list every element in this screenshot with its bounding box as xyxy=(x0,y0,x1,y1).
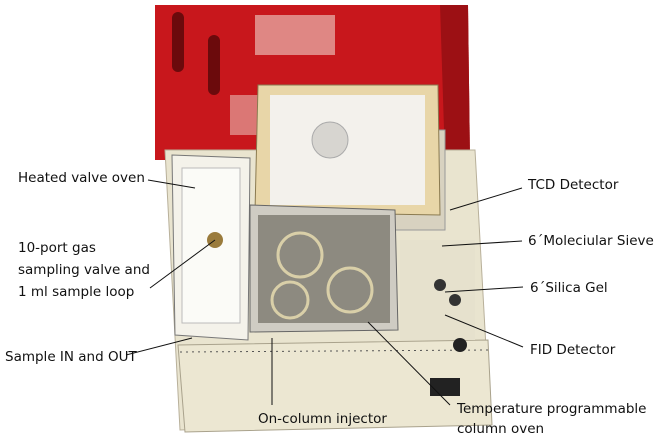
label-molecular-sieve: 6´Moleciular Sieve xyxy=(528,233,654,249)
leader-lines xyxy=(125,179,524,406)
heated-valve-oven-box xyxy=(171,154,251,341)
label-tcd-detector: TCD Detector xyxy=(528,177,619,193)
column-oven xyxy=(249,204,399,333)
label-fid-detector: FID Detector xyxy=(530,342,616,358)
label-sample-in-out: Sample IN and OUT xyxy=(5,349,137,365)
label-silica-gel: 6´Silica Gel xyxy=(530,280,608,296)
label-sampling-valve-3: 1 ml sample loop xyxy=(18,284,135,300)
label-sampling-valve-2: sampling valve and xyxy=(18,262,150,278)
label-sampling-valve-1: 10-port gas xyxy=(18,240,96,256)
label-on-column-injector: On-column injector xyxy=(258,411,387,427)
column-oven-lid xyxy=(254,84,441,216)
label-heated-valve-oven: Heated valve oven xyxy=(18,170,145,186)
label-column-oven-1: Temperature programmable xyxy=(457,401,647,417)
front-panel xyxy=(177,339,493,433)
label-column-oven-2: column oven xyxy=(457,421,545,437)
